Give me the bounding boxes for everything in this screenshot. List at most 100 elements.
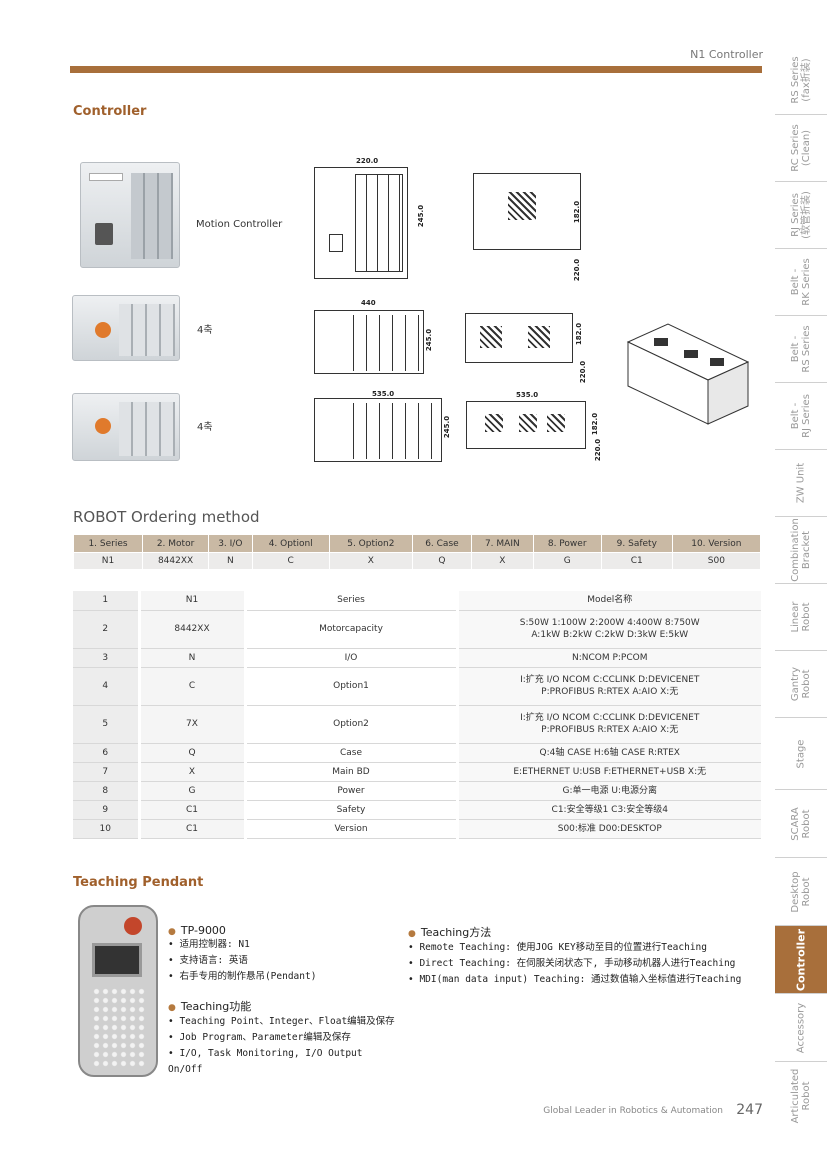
side-tab-label: Accessory xyxy=(795,1002,807,1053)
side-tab-label: Gantry Robot xyxy=(790,666,812,702)
spec-desc-line: Q:4轴 CASE H:6轴 CASE R:RTEX xyxy=(539,747,680,758)
spec-desc-line: Model名称 xyxy=(587,595,633,606)
tp-spec-item: 右手专用的制作悬吊(Pendant) xyxy=(168,969,398,985)
spec-desc: Model名称 xyxy=(455,591,761,611)
spec-item: Series xyxy=(243,591,457,611)
controller-label-2: 4축 xyxy=(197,325,213,336)
side-tab-label: Controller xyxy=(794,928,808,991)
ordering-header: 7. MAIN xyxy=(471,534,534,553)
spec-code: X xyxy=(137,762,245,782)
tp-function-item: Job Program、Parameter编辑及保存 xyxy=(168,1030,398,1046)
ordering-value: X xyxy=(471,552,534,570)
side-tab-label: Desktop Robot xyxy=(790,870,812,913)
drawing-front-1 xyxy=(314,167,408,279)
side-tab-label: SCARA Robot xyxy=(790,806,812,841)
drawing-front-2 xyxy=(314,310,424,374)
side-tab-articulated-robot[interactable]: Articulated Robot xyxy=(775,1062,827,1130)
ordering-table: 1. Series 2. Motor 3. I/O 4. Optionl 5. … xyxy=(73,534,762,570)
dim-label: 182.0 xyxy=(591,412,600,436)
side-tab-belt-rs[interactable]: Belt - RS Series xyxy=(775,316,827,383)
side-tab-label: Belt - RS Series xyxy=(790,325,812,373)
side-tab-label: Combination Bracket xyxy=(790,518,812,582)
spec-no: 5 xyxy=(73,705,139,744)
dim-label: 220.0 xyxy=(356,157,379,165)
side-tab-controller[interactable]: Controller xyxy=(775,926,827,994)
ordering-header: 10. Version xyxy=(671,534,762,553)
teaching-col2: Teaching方法 Remote Teaching: 使用JOG KEY移动至… xyxy=(408,924,764,988)
tp-method-item: MDI(man data input) Teaching: 通过数值输入坐标值进… xyxy=(408,972,764,988)
spec-desc: S:50W 1:100W 2:200W 4:400W 8:750W A:1kW B… xyxy=(455,610,761,649)
spec-item: Case xyxy=(243,743,457,763)
tp-function-item: Teaching Point、Integer、Float编辑及保存 xyxy=(168,1014,398,1030)
spec-no: 7 xyxy=(73,762,139,782)
dim-label: 220.0 xyxy=(579,360,588,384)
ordering-header: 1. Series xyxy=(73,534,143,553)
ordering-header: 9. Safety xyxy=(600,534,673,553)
side-tab-combination-bracket[interactable]: Combination Bracket xyxy=(775,517,827,584)
spec-item: I/O xyxy=(243,648,457,668)
drawing-top-2 xyxy=(465,313,573,363)
spec-item: Safety xyxy=(243,800,457,820)
spec-code: 8442XX xyxy=(137,610,245,649)
ordering-value: G xyxy=(532,552,602,570)
spec-desc-line: N:NCOM P:PCOM xyxy=(571,652,648,663)
dim-label: 245.0 xyxy=(417,204,426,228)
spec-no: 6 xyxy=(73,743,139,763)
spec-desc-line: S:50W 1:100W 2:200W 4:400W 8:750W xyxy=(519,618,700,628)
dim-label: 220.0 xyxy=(573,258,582,282)
side-tab-gantry-robot[interactable]: Gantry Robot xyxy=(775,651,827,718)
spec-item: Option1 xyxy=(243,667,457,706)
spec-desc-line: S00:标准 D00:DESKTOP xyxy=(557,823,662,834)
motion-controller-image xyxy=(80,162,180,268)
tp-spec-item: 适用控制器: N1 xyxy=(168,937,398,953)
side-tab-rj-series[interactable]: RJ Series (软管折装) xyxy=(775,182,827,249)
side-tab-label: RS Series (fax折装) xyxy=(790,55,812,104)
side-tab-linear-robot[interactable]: Linear Robot xyxy=(775,584,827,651)
side-tab-accessory[interactable]: Accessory xyxy=(775,994,827,1062)
side-tab-rs-series[interactable]: RS Series (fax折装) xyxy=(775,45,827,115)
spec-desc-line: I:扩充 I/O NCOM C:CCLINK D:DEVICENET xyxy=(520,675,700,685)
dim-label: 220.0 xyxy=(594,438,603,462)
spec-desc-line: I:扩充 I/O NCOM C:CCLINK D:DEVICENET xyxy=(520,713,700,723)
spec-desc: N:NCOM P:PCOM xyxy=(455,648,761,668)
tp-method-heading: Teaching方法 xyxy=(408,924,764,940)
tp-spec-item: 支持语言: 英语 xyxy=(168,953,398,969)
spec-item: Main BD xyxy=(243,762,457,782)
spec-desc-line: E:ETHERNET U:USB F:ETHERNET+USB X:无 xyxy=(513,766,707,777)
dim-label: 182.0 xyxy=(575,322,584,346)
spec-code: 7X xyxy=(137,705,245,744)
ordering-header: 2. Motor xyxy=(141,534,210,553)
controller-4axis-image-2 xyxy=(72,393,180,461)
spec-code: N xyxy=(137,648,245,668)
drawing-top-3 xyxy=(466,401,586,449)
side-tab-belt-rk[interactable]: Belt - RK Series xyxy=(775,249,827,316)
spec-code: C xyxy=(137,667,245,706)
side-tab-scara-robot[interactable]: SCARA Robot xyxy=(775,790,827,858)
tp-function-item: I/O, Task Monitoring, I/O Output On/Off xyxy=(168,1046,398,1078)
tp-method-item: Remote Teaching: 使用JOG KEY移动至目的位置进行Teach… xyxy=(408,940,764,956)
spec-desc: E:ETHERNET U:USB F:ETHERNET+USB X:无 xyxy=(455,762,761,782)
ordering-value-row: N1 8442XX N C X Q X G C1 S00 xyxy=(73,552,762,570)
ordering-header: 5. Option2 xyxy=(328,534,413,553)
side-tab-label: Articulated Robot xyxy=(790,1068,812,1124)
side-tab-stage[interactable]: Stage xyxy=(775,718,827,790)
ordering-title: ROBOT Ordering method xyxy=(73,508,260,526)
controller-4axis-image-1 xyxy=(72,295,180,361)
dim-label: 245.0 xyxy=(443,415,452,439)
side-tab-belt-rj[interactable]: Belt - RJ Series xyxy=(775,383,827,450)
spec-desc: Q:4轴 CASE H:6轴 CASE R:RTEX xyxy=(455,743,761,763)
teaching-col1: TP-9000 适用控制器: N1 支持语言: 英语 右手专用的制作悬吊(Pen… xyxy=(168,924,398,1078)
spec-desc-line: A:1kW B:2kW C:2kW D:3kW E:5kW xyxy=(531,630,689,640)
footer-tagline: Global Leader in Robotics & Automation xyxy=(543,1106,723,1116)
page-number: 247 xyxy=(736,1102,763,1118)
side-tab-label: Belt - RK Series xyxy=(790,258,812,306)
side-tab-rc-series[interactable]: RC Series (Clean) xyxy=(775,115,827,182)
side-tab-desktop-robot[interactable]: Desktop Robot xyxy=(775,858,827,926)
side-tab-zw-unit[interactable]: ZW Unit xyxy=(775,450,827,517)
